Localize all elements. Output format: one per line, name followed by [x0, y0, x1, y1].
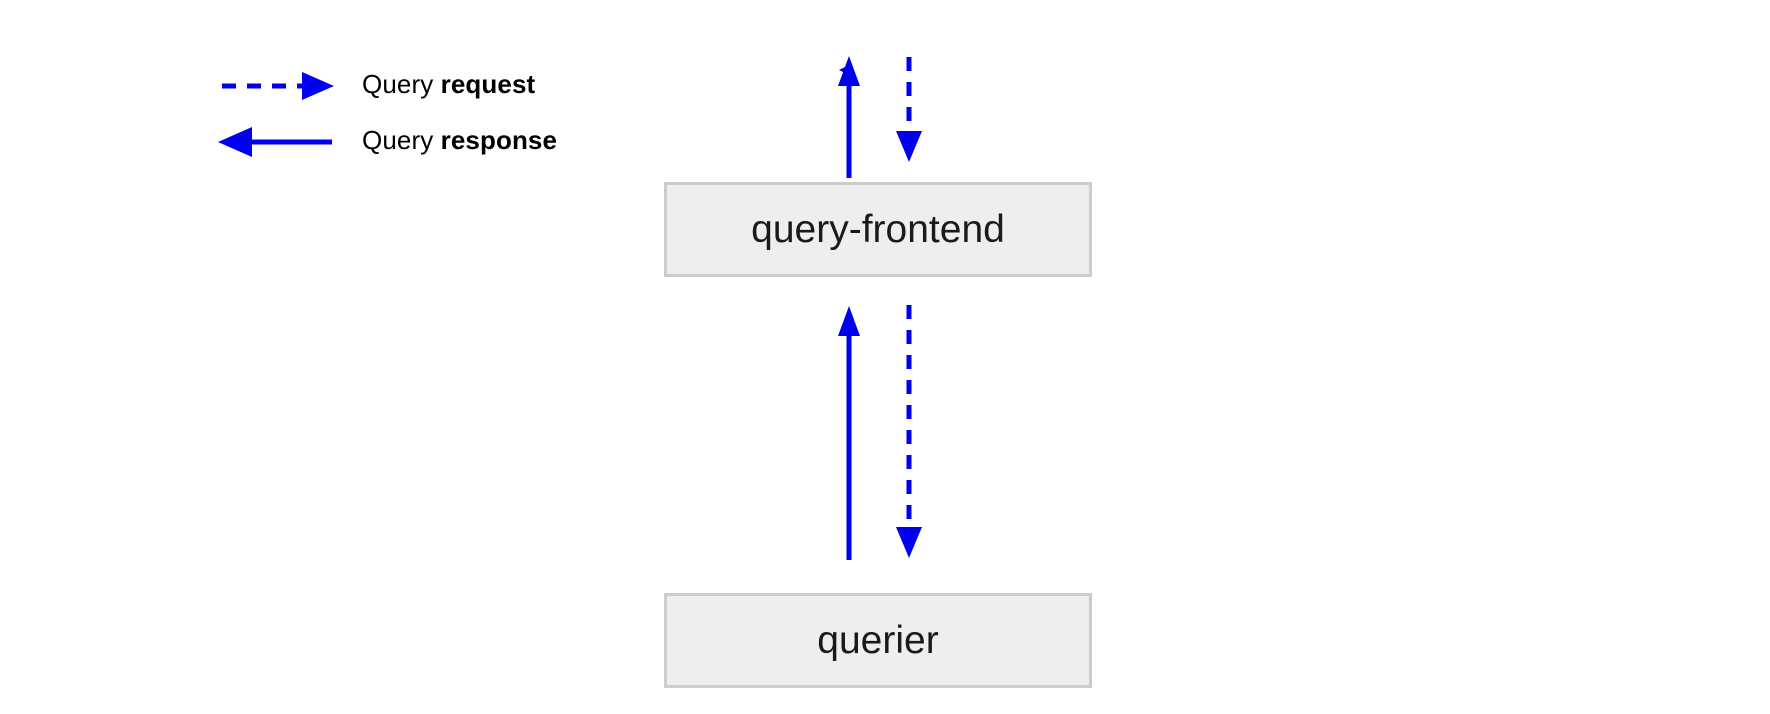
solid-arrow-left-icon [210, 116, 340, 164]
edge-frontend-to-querier-request [896, 305, 922, 558]
dashed-arrow-right-icon [210, 60, 340, 108]
edge-querier-to-frontend-response [838, 306, 860, 560]
legend: Query request Query response [210, 60, 730, 170]
legend-label-strong-1: response [440, 124, 558, 155]
edge-ingress-request [896, 57, 922, 162]
legend-item-query-request: Query request [210, 60, 535, 108]
node-query-frontend[interactable]: query-frontend [664, 182, 1092, 277]
legend-label-plain-0: Query [362, 68, 441, 99]
node-querier-label: querier [817, 619, 939, 662]
legend-label-query-response: Query response [362, 125, 557, 156]
legend-label-plain-1: Query [362, 124, 441, 155]
node-query-frontend-label: query-frontend [751, 208, 1005, 251]
legend-item-query-response: Query response [210, 116, 557, 164]
edge-ingress-response [838, 56, 860, 178]
legend-label-query-request: Query request [362, 69, 535, 100]
legend-label-strong-0: request [440, 68, 536, 99]
node-querier[interactable]: querier [664, 593, 1092, 688]
